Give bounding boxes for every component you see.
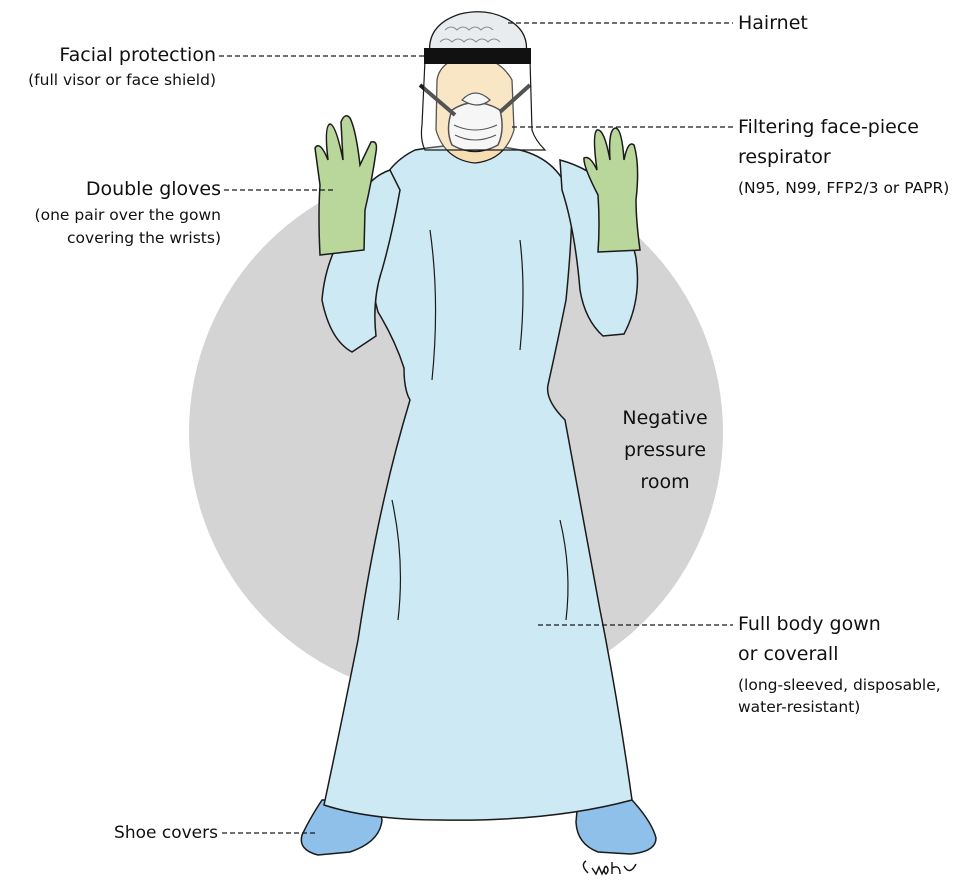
respirator-note: (N95, N99, FFP2/3 or PAPR) bbox=[738, 178, 949, 198]
artist-signature bbox=[583, 861, 636, 874]
double-gloves-note-line2: covering the wrists) bbox=[67, 228, 221, 248]
gown-label-line2: or coverall bbox=[738, 643, 839, 666]
gown-label-line1: Full body gown bbox=[738, 613, 881, 636]
respirator-label-line1: Filtering face-piece bbox=[738, 116, 919, 139]
double-gloves-note-line1: (one pair over the gown bbox=[35, 205, 221, 225]
respirator-label-line2: respirator bbox=[738, 146, 831, 169]
facial-protection-note: (full visor or face shield) bbox=[28, 70, 216, 90]
gown-note-line2: water-resistant) bbox=[738, 697, 860, 717]
facial-protection-label: Facial protection bbox=[59, 44, 216, 67]
visor-band bbox=[424, 48, 531, 64]
face-shield bbox=[421, 60, 545, 150]
negative-pressure-room-label-line3: room bbox=[595, 464, 735, 501]
gown-note-line1: (long-sleeved, disposable, bbox=[738, 675, 941, 695]
double-gloves-label: Double gloves bbox=[86, 178, 221, 201]
shoe-covers-label: Shoe covers bbox=[114, 822, 218, 845]
hairnet-label: Hairnet bbox=[738, 12, 808, 35]
